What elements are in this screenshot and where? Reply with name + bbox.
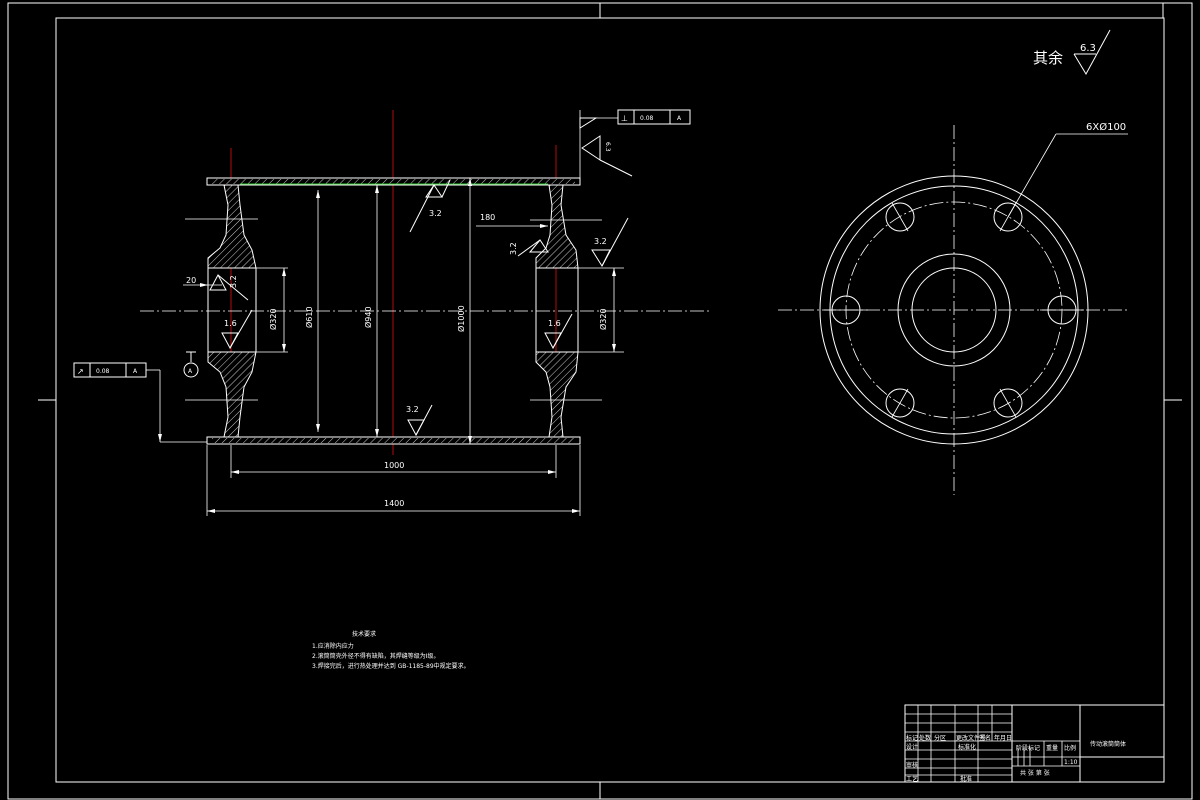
roughness-bottom-center: 3.2: [406, 404, 433, 437]
cell-weight: 重量: [1046, 744, 1058, 752]
left-flange-upper: [207, 184, 257, 269]
svg-text:3.2: 3.2: [594, 237, 607, 246]
roughness-other-label: 其余: [1033, 49, 1063, 67]
technical-requirements: 技术要求 1.应消除内应力 2.滚筒筒壳外径不得有缺陷，其焊缝等级为I级。 3.…: [312, 630, 470, 670]
header-change-doc: 更改文件号: [956, 734, 986, 742]
dim-length-inner: 1000: [384, 461, 404, 470]
hole-spec-label: 6XØ100: [1086, 121, 1126, 133]
dim-320-left: Ø320: [268, 308, 278, 330]
row-label-process: 工艺: [906, 775, 918, 783]
dim-940: Ø940: [363, 306, 373, 328]
right-flange-lower: [535, 351, 579, 438]
svg-text:1.6: 1.6: [548, 319, 561, 328]
dim-180: 180: [480, 213, 495, 222]
header-zone: 分区: [934, 734, 946, 742]
cell-standardization: 标准化: [958, 743, 976, 751]
svg-text:6.3: 6.3: [604, 142, 611, 152]
roughness-right-tag: 6.3: [579, 110, 633, 178]
row-label-mark: 标记: [906, 734, 918, 742]
svg-text:0.08: 0.08: [640, 115, 654, 122]
tolerance-frame-left: ↗ 0.08 A: [73, 362, 207, 443]
roughness-other-value: 6.3: [1080, 43, 1096, 54]
tech-req-item-3: 3.焊接完后，进行热处理并达到 GB-1185-89中规定要求。: [312, 662, 470, 670]
roughness-top-center: 3.2: [409, 179, 451, 233]
row-label-review: 审核: [906, 761, 918, 769]
svg-text:3.2: 3.2: [429, 209, 442, 218]
left-flange-lower: [207, 351, 257, 438]
right-flange-upper: [535, 184, 579, 269]
part-name: 传动滚筒筒体: [1090, 740, 1126, 748]
svg-text:3.2: 3.2: [406, 405, 419, 414]
svg-text:A: A: [133, 368, 138, 375]
dim-20: 20: [186, 276, 196, 285]
tech-req-item-1: 1.应消除内应力: [312, 642, 354, 650]
dim-1000: Ø1000: [456, 305, 466, 332]
roughness-right-outer: 3.2: [591, 217, 629, 268]
dim-320-right: Ø320: [598, 308, 608, 330]
svg-text:A: A: [677, 115, 682, 122]
hub-circle: [897, 253, 1011, 367]
svg-text:↗: ↗: [77, 367, 84, 376]
header-date: 年月日: [994, 734, 1012, 742]
cell-scale-value: 1:10: [1064, 759, 1078, 766]
bore-circle: [911, 267, 997, 353]
datum-a-marker: A: [183, 351, 199, 378]
roughness-left-hub: 3.2: [209, 273, 249, 301]
svg-text:0.08: 0.08: [96, 368, 110, 375]
svg-text:A: A: [188, 368, 193, 375]
section-view: Ø320 Ø610 Ø940 Ø1000 Ø320 1000 1400: [73, 109, 710, 516]
svg-text:1.6: 1.6: [224, 319, 237, 328]
tolerance-frame-top: ⊥ 0.08 A: [617, 109, 691, 125]
svg-text:3.2: 3.2: [509, 242, 518, 255]
dim-length-total: 1400: [384, 499, 404, 508]
title-block: 传动滚筒筒体 标记 设计 审核 工艺 处数 分区 更改文件号 签名 年月日 标准…: [904, 704, 1165, 783]
tech-req-title: 技术要求: [352, 630, 376, 638]
end-view: 6XØ100: [778, 121, 1130, 495]
roughness-left-bore: 1.6: [221, 309, 253, 350]
svg-text:3.2: 3.2: [229, 275, 238, 288]
drawing-border: [7, 2, 1193, 800]
cell-approve: 批准: [960, 775, 972, 783]
general-roughness-note: 其余 6.3: [1033, 29, 1111, 76]
roughness-right-inner: 3.2: [509, 239, 549, 257]
header-count: 处数: [919, 734, 931, 742]
header-sign: 签名: [979, 734, 991, 742]
cell-sheets: 共 张 第 张: [1020, 769, 1050, 777]
outer-circle: [819, 175, 1089, 445]
cell-scale: 比例: [1064, 744, 1076, 752]
dim-610: Ø610: [304, 306, 314, 328]
tech-req-item-2: 2.滚筒筒壳外径不得有缺陷，其焊缝等级为I级。: [312, 652, 440, 660]
row-label-design: 设计: [906, 743, 918, 751]
roughness-right-bore: 1.6: [544, 313, 573, 350]
cell-stage-mark: 阶段标记: [1016, 744, 1040, 752]
svg-text:⊥: ⊥: [621, 114, 628, 123]
